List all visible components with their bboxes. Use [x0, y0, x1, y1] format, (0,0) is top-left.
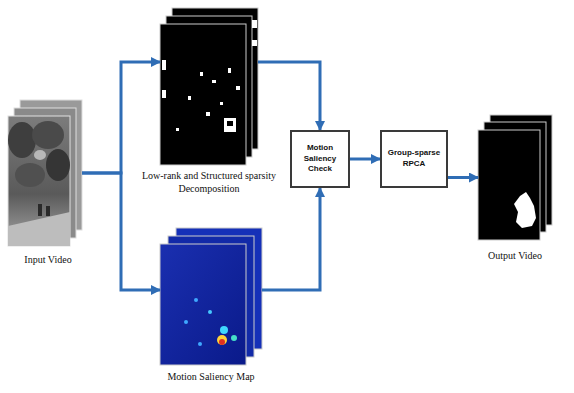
- video-frame: [8, 116, 70, 246]
- sky-patch: [34, 150, 46, 160]
- sparse-blob: [162, 60, 166, 70]
- panel-caption: Output Video: [470, 250, 560, 263]
- output-frame: [478, 130, 540, 240]
- panel-caption: Low-rank and Structured sparsity Decompo…: [134, 170, 284, 195]
- image-panel: Motion Saliency Map: [160, 228, 262, 365]
- panel-caption: Motion Saliency Map: [141, 371, 281, 384]
- sparse-blob: [224, 118, 236, 132]
- saliency-spot: [198, 342, 202, 346]
- image-panel: Input Video: [8, 100, 82, 246]
- saliency-spot: [217, 335, 227, 345]
- saliency-spot: [219, 339, 225, 345]
- sparse-blob: [252, 40, 257, 46]
- box-label: Motion Saliency Check: [295, 143, 345, 175]
- mask-frame: [160, 24, 246, 165]
- box-label: Group-sparse RPCA: [385, 148, 443, 170]
- image-panel: Output Video: [478, 115, 552, 240]
- image-panel: Low-rank and Structured sparsity Decompo…: [160, 8, 258, 165]
- flow-arrow: [350, 158, 380, 161]
- process-box: Group-sparse RPCA: [380, 130, 448, 188]
- sparse-blob: [206, 112, 210, 116]
- sparse-blob: [162, 90, 166, 98]
- panel-caption: Input Video: [3, 254, 93, 267]
- sparse-blob: [252, 20, 257, 28]
- flow-arrow: [448, 176, 478, 179]
- flow-arrow: [258, 62, 320, 130]
- person: [46, 206, 50, 216]
- saliency-spot: [220, 326, 228, 334]
- process-box: Motion Saliency Check: [290, 130, 350, 188]
- flow-arrow: [262, 188, 320, 290]
- flow-arrow: [82, 62, 160, 173]
- tree-foliage: [32, 121, 64, 149]
- sparse-blob: [176, 128, 179, 131]
- person: [38, 204, 42, 216]
- tree-foliage: [46, 149, 70, 181]
- sparse-blob: [188, 96, 191, 100]
- sparse-blob: [200, 72, 203, 76]
- sparse-blob: [212, 80, 216, 83]
- sparse-blob: [227, 121, 233, 126]
- saliency-spot: [208, 310, 212, 314]
- tree-foliage: [8, 122, 36, 158]
- sparse-blob: [228, 68, 231, 73]
- sparse-blob: [236, 86, 240, 90]
- flow-arrow: [82, 173, 160, 290]
- foreground-blob: [514, 192, 536, 228]
- saliency-spot: [231, 335, 237, 341]
- road: [8, 212, 70, 246]
- saliency-frame: [160, 244, 246, 365]
- saliency-spot: [184, 320, 188, 324]
- tree-foliage: [15, 163, 45, 187]
- sparse-blob: [220, 102, 223, 105]
- saliency-spot: [194, 298, 198, 302]
